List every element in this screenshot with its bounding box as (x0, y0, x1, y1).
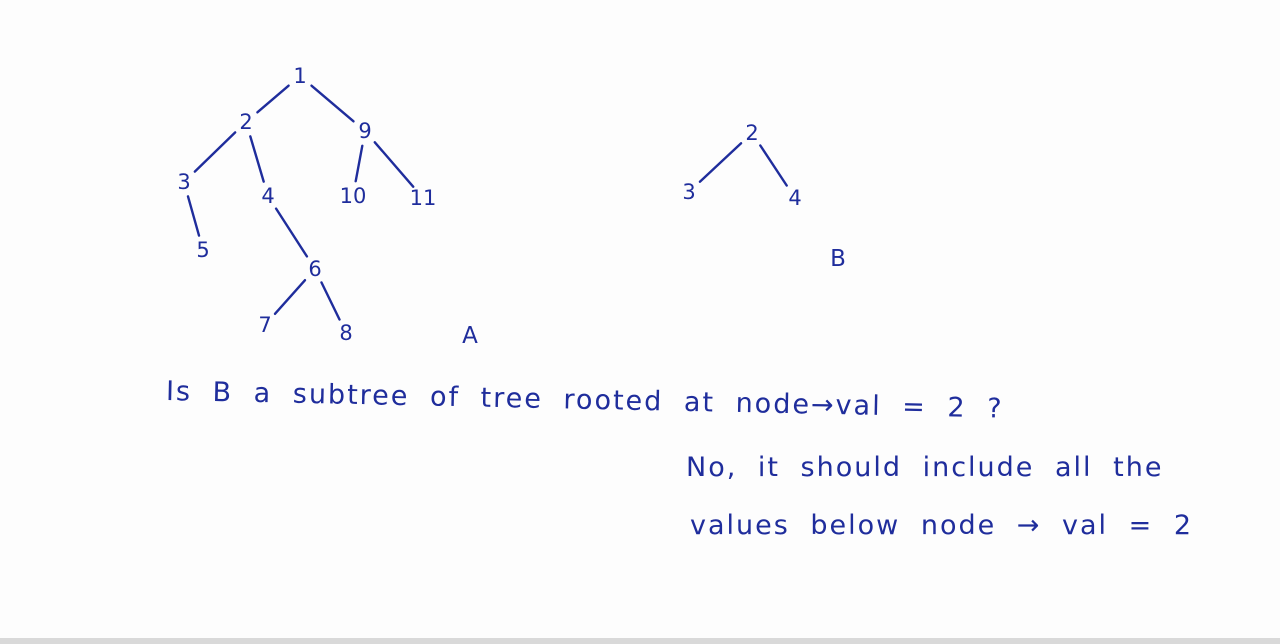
node-n5: 5 (196, 238, 209, 262)
tree-a-nodes: 1 2 9 3 4 10 11 5 6 7 8 (177, 64, 436, 345)
node-n7: 7 (258, 313, 271, 337)
edge-n9-n11 (373, 141, 415, 188)
answer-line-1: No, it should include all the (686, 452, 1164, 483)
tree-b-nodes: 2 3 4 (682, 121, 801, 210)
edge-n1-n2 (256, 84, 290, 114)
node-n6: 6 (308, 257, 321, 281)
node-n10: 10 (340, 184, 367, 208)
node-n4: 4 (261, 184, 274, 208)
tree-b-label: B (830, 246, 846, 272)
edge-n1-n9 (310, 84, 355, 123)
node-n9: 9 (358, 119, 371, 143)
edge-n6-n8 (320, 281, 341, 321)
tree-a-edges (186, 84, 415, 321)
node-m4: 4 (788, 186, 801, 210)
edge-n9-n10 (354, 144, 364, 183)
answer-line-2: values below node → val = 2 (690, 510, 1193, 541)
edge-n2-n3 (193, 131, 237, 173)
node-n11: 11 (410, 186, 437, 210)
edge-n6-n7 (273, 279, 307, 315)
node-n3: 3 (177, 170, 190, 194)
tree-a-label: A (462, 323, 478, 349)
tree-b-edges (698, 142, 788, 187)
node-n1: 1 (293, 64, 306, 88)
edge-m2-m4 (759, 144, 788, 187)
edge-m2-m3 (698, 142, 743, 183)
edge-n3-n5 (186, 195, 201, 237)
node-n2: 2 (239, 110, 252, 134)
node-n8: 8 (339, 321, 352, 345)
edge-n4-n6 (274, 207, 309, 258)
node-m2: 2 (745, 121, 758, 145)
node-m3: 3 (682, 180, 695, 204)
page-bottom-edge (0, 638, 1280, 644)
edge-n2-n4 (249, 135, 265, 183)
